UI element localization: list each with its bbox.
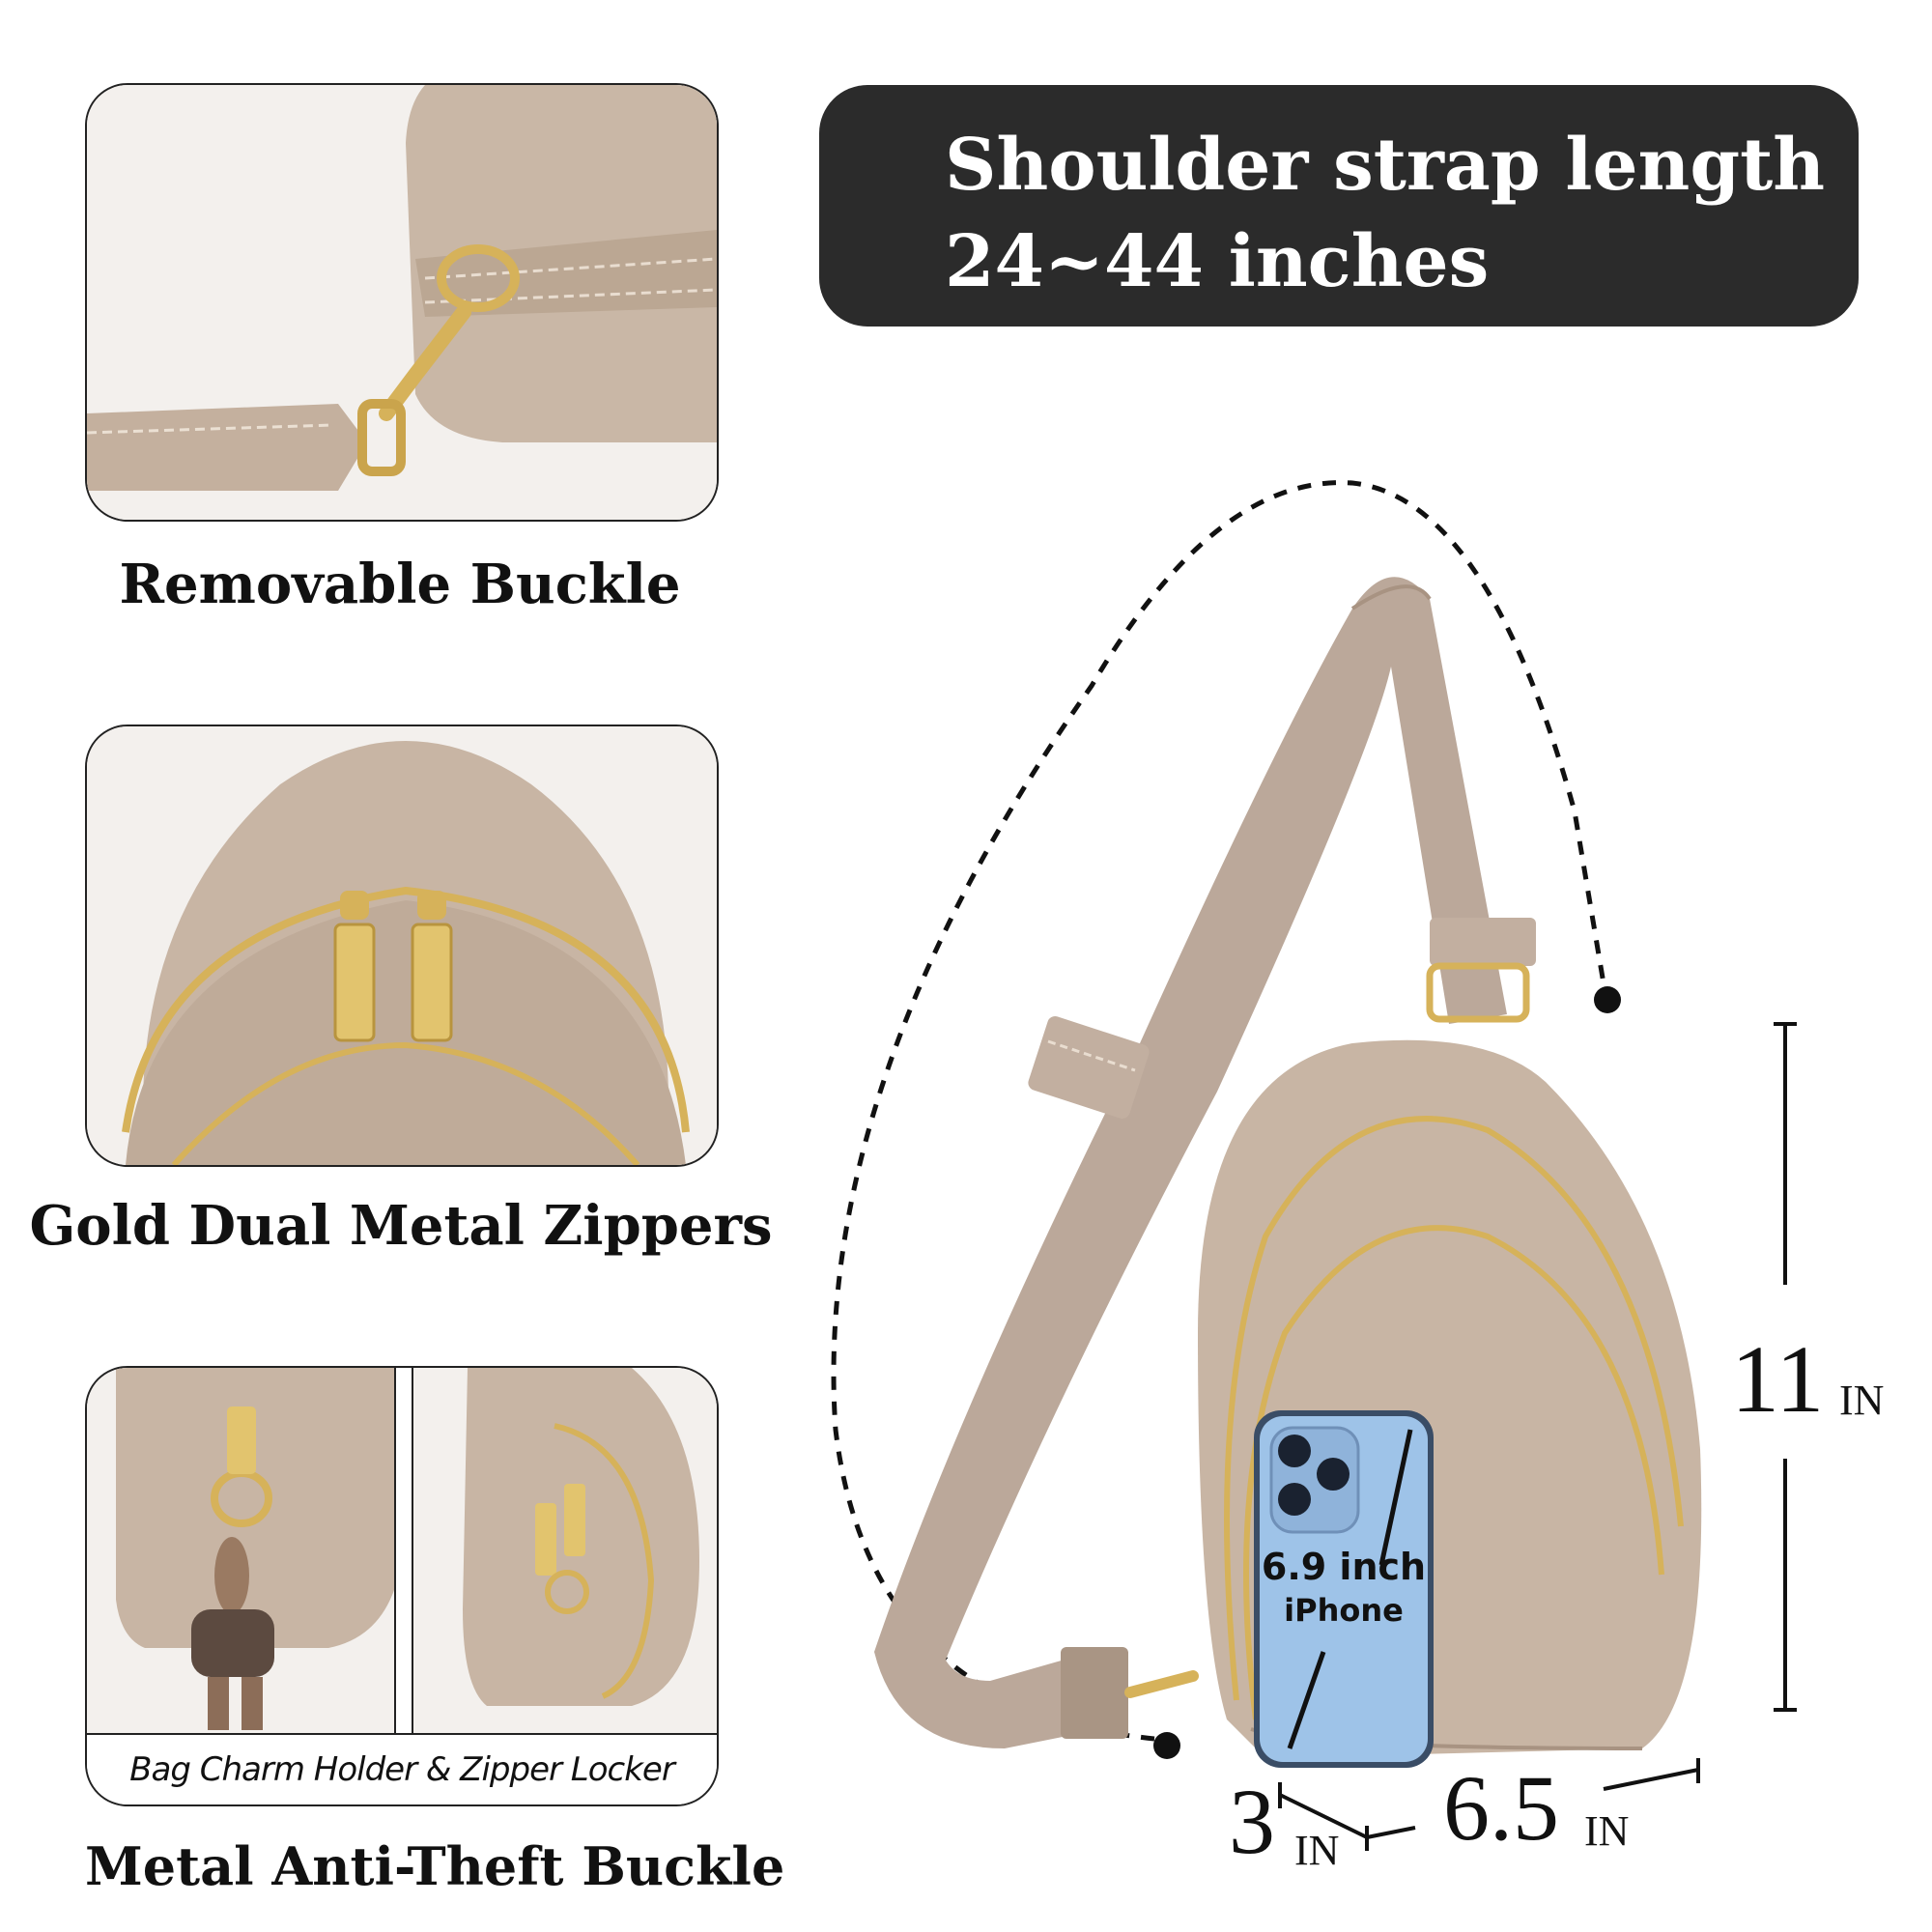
feature-panel-zippers	[85, 724, 719, 1167]
depth-unit: IN	[1294, 1827, 1340, 1874]
caption-gold-zippers: Gold Dual Metal Zippers	[29, 1194, 773, 1258]
phone-model-label: iPhone	[1284, 1592, 1404, 1629]
zipper-locker-image	[410, 1368, 717, 1735]
banner-line-2: 24~44 inches	[945, 220, 1490, 303]
caption-removable-buckle: Removable Buckle	[119, 553, 681, 616]
camera-lens-icon	[1278, 1435, 1311, 1467]
buckle-closeup-image	[87, 85, 717, 520]
zipper-pull-right-icon	[411, 891, 453, 1042]
zipper-closeup-image	[87, 726, 717, 1165]
strip-label: Bag Charm Holder & Zipper Locker	[129, 1750, 675, 1789]
height-value: 11	[1731, 1325, 1825, 1433]
banner-line-1: Shoulder strap length	[945, 124, 1826, 207]
sling-bag-illustration	[831, 480, 1797, 1851]
strap-loop	[1430, 918, 1536, 966]
strap-adjuster	[1028, 1016, 1150, 1119]
arc-end-dot-right	[1594, 986, 1621, 1013]
depth-value: 3	[1229, 1770, 1275, 1873]
feature-panel-anti-theft: Bag Charm Holder & Zipper Locker	[85, 1366, 719, 1806]
strap-length-dotted-arc	[831, 480, 1608, 1742]
camera-lens-icon	[1317, 1458, 1350, 1491]
shoulder-strap	[874, 577, 1507, 1681]
phone-size-label: 6.9 inch	[1261, 1546, 1427, 1588]
camera-lens-icon	[1278, 1483, 1311, 1516]
width-unit: IN	[1584, 1807, 1630, 1855]
caption-anti-theft: Metal Anti-Theft Buckle	[85, 1835, 785, 1897]
feature-strip: Bag Charm Holder & Zipper Locker	[87, 1733, 717, 1804]
strap-length-banner: Shoulder strap length 24~44 inches	[819, 85, 1859, 327]
image-divider	[394, 1368, 413, 1735]
feature-panel-buckle	[85, 83, 719, 522]
width-value: 6.5	[1443, 1756, 1559, 1860]
bag-charm-image	[87, 1368, 394, 1735]
zipper-pull-left-icon	[333, 891, 376, 1042]
arc-end-dot-left	[1153, 1732, 1180, 1759]
height-unit: IN	[1839, 1377, 1885, 1424]
iphone-size-reference	[1254, 1410, 1434, 1768]
